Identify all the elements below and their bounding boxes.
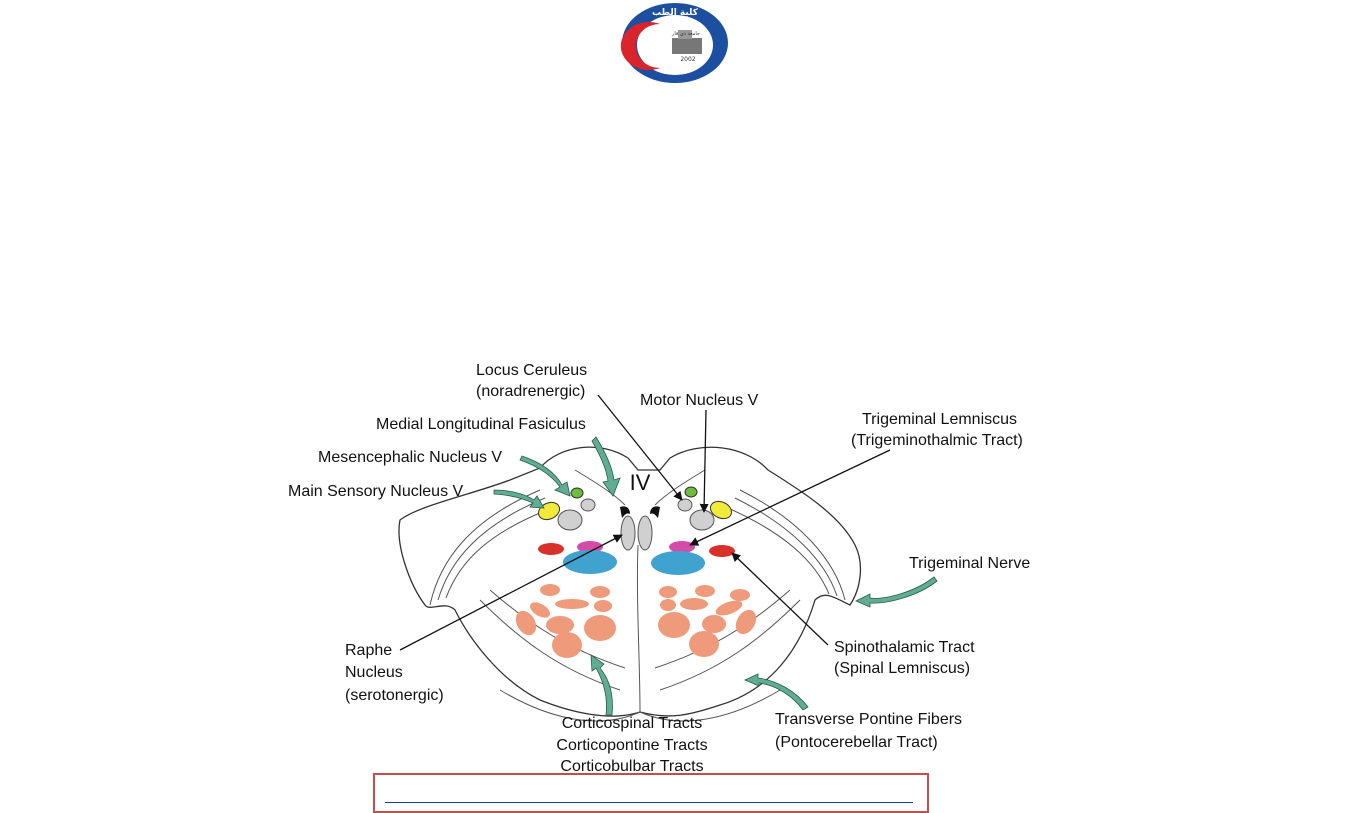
mlf-left (620, 506, 630, 518)
green-arrow-trigeminal-nerve (855, 576, 938, 608)
fiber-lines (429, 489, 846, 722)
green-arrow-transverse-pontine (744, 673, 809, 711)
label-mesencephalic: Mesencephalic Nucleus V (318, 449, 503, 466)
corticospinal-fibers-right (658, 585, 757, 657)
pointer-motor-nucleus (699, 409, 709, 513)
logo-year: 2002 (680, 56, 695, 63)
label-transverse-pontine: Transverse Pontine Fibers (775, 711, 963, 728)
label-raphe-3: (serotonergic) (345, 687, 444, 704)
green-arrow-mlf (591, 436, 621, 497)
label-raphe-2: Nucleus (345, 664, 403, 681)
label-corticopontine: Corticopontine Tracts (556, 737, 708, 754)
trigeminal-lemniscus-right (669, 541, 695, 553)
green-arrows (493, 436, 938, 716)
logo-arabic-title: كلية الطب (652, 8, 699, 18)
label-motor-nucleus: Motor Nucleus V (640, 392, 759, 409)
fourth-ventricle-floor (574, 469, 706, 506)
locus-ceruleus-left (580, 498, 596, 512)
locus-ceruleus-right (677, 498, 693, 512)
label-corticospinal: Corticospinal Tracts (561, 715, 703, 732)
main-sensory-nucleus-left (537, 501, 561, 521)
pointer-lines (399, 394, 891, 651)
mesencephalic-nucleus-right (684, 486, 698, 498)
medial-lemniscus-left (563, 550, 617, 574)
caption-rule (385, 802, 913, 803)
pointer-locus-ceruleus (597, 394, 683, 501)
label-trigeminal-lemniscus-sub: (Trigeminothalmic Tract) (851, 432, 1023, 449)
label-transverse-pontine-sub: (Pontocerebellar Tract) (775, 734, 938, 751)
motor-nucleus-right (689, 509, 715, 531)
label-corticobulbar: Corticobulbar Tracts (560, 758, 704, 775)
raphe-oval-right (637, 515, 653, 551)
spinothalamic-tract-left (538, 543, 564, 555)
motor-nucleus-left (557, 509, 583, 531)
pointer-raphe (399, 534, 623, 651)
label-locus-ceruleus-sub: (noradrenergic) (476, 383, 586, 400)
pons-midline (636, 544, 641, 713)
corticospinal-fibers-left (515, 584, 616, 658)
mlf-right (650, 506, 660, 518)
label-trigeminal-nerve: Trigeminal Nerve (909, 555, 1031, 572)
pointer-spinothalamic (731, 552, 829, 646)
medial-lemniscus-right (651, 551, 705, 575)
label-main-sensory: Main Sensory Nucleus V (288, 483, 464, 500)
label-medial-longitudinal: Medial Longitudinal Fasiculus (376, 416, 586, 433)
pointer-trigeminal-lemniscus (689, 449, 891, 546)
label-spinothalamic: Spinothalamic Tract (834, 639, 975, 656)
spinothalamic-tract-right (709, 545, 735, 557)
label-spinothalamic-sub: (Spinal Lemniscus) (834, 660, 971, 677)
college-logo: 2002 كلية الطب جامعة ذي قار (620, 3, 728, 83)
caption-box (373, 773, 929, 813)
green-arrow-main-sensory (493, 489, 545, 509)
pons-outline (398, 446, 862, 717)
mesencephalic-nucleus-left (570, 487, 584, 499)
green-arrow-corticospinal (590, 654, 613, 716)
label-locus-ceruleus: Locus Ceruleus (476, 362, 588, 379)
main-sensory-nucleus-right (709, 500, 733, 520)
label-raphe-1: Raphe (345, 642, 393, 659)
fourth-ventricle-label: IV (630, 470, 651, 495)
green-arrow-mesencephalic (519, 455, 571, 497)
raphe-oval-left (620, 515, 636, 551)
label-trigeminal-lemniscus: Trigeminal Lemniscus (862, 411, 1018, 428)
logo-arabic-university: جامعة ذي قار (671, 31, 700, 37)
trigeminal-lemniscus-left (577, 541, 603, 553)
